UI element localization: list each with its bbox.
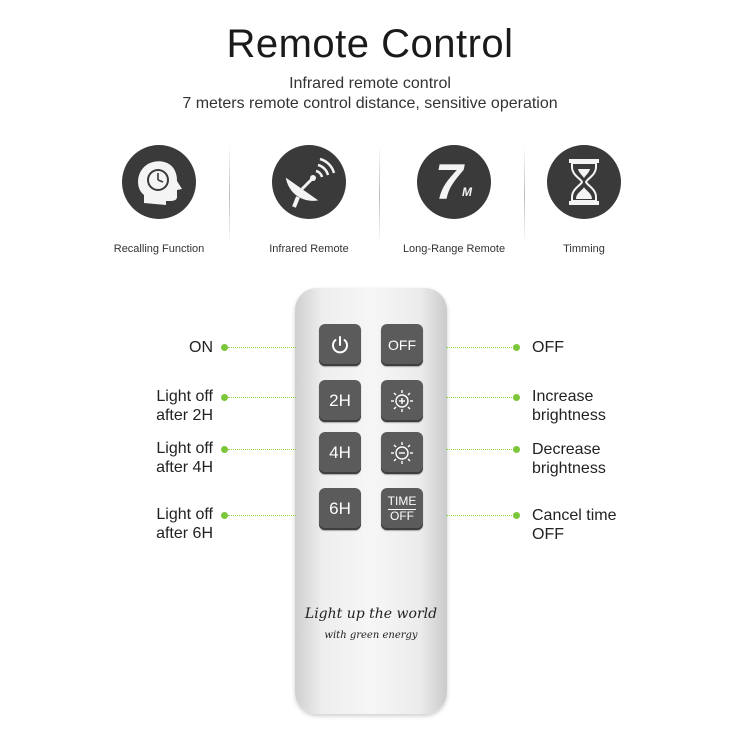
callout-4h: Light off after 4H bbox=[93, 439, 213, 477]
callout-on: ON bbox=[189, 339, 213, 356]
callout-6h-line2: after 6H bbox=[156, 525, 213, 542]
callout-dot bbox=[221, 394, 228, 401]
timer-4h-button[interactable]: 4H bbox=[319, 432, 361, 474]
head-clock-icon bbox=[122, 145, 196, 219]
callout-cancel-line2: OFF bbox=[532, 526, 564, 543]
feature-divider bbox=[524, 145, 525, 245]
callout-dot bbox=[513, 394, 520, 401]
remote-control: OFF 2H 4H 6H bbox=[295, 288, 447, 714]
time-off-top: TIME bbox=[387, 494, 417, 510]
feature-divider bbox=[379, 145, 380, 245]
callout-line bbox=[446, 347, 514, 348]
feature-infrared: Infrared Remote bbox=[239, 145, 379, 255]
sun-plus-icon bbox=[391, 390, 413, 412]
callout-line bbox=[228, 397, 296, 398]
callout-increase-line2: brightness bbox=[532, 407, 606, 424]
feature-label: Recalling Function bbox=[113, 243, 205, 255]
timer-6h-button[interactable]: 6H bbox=[319, 488, 361, 530]
feature-long-range: 7 M Long-Range Remote bbox=[384, 145, 524, 255]
callout-dot bbox=[513, 446, 520, 453]
meter-glyph: M bbox=[462, 185, 472, 199]
callout-2h-line1: Light off bbox=[156, 388, 213, 405]
callout-increase-line1: Increase bbox=[532, 388, 594, 405]
callout-dot bbox=[221, 344, 228, 351]
callout-dot bbox=[221, 446, 228, 453]
feature-divider bbox=[229, 145, 230, 245]
callout-line bbox=[228, 449, 296, 450]
slogan-line-1: Light up the world bbox=[304, 606, 438, 622]
brightness-up-button[interactable] bbox=[381, 380, 423, 422]
callout-dot bbox=[513, 512, 520, 519]
time-off-bottom: OFF bbox=[389, 509, 414, 523]
slogan-line-2: with green energy bbox=[324, 630, 418, 641]
callout-line bbox=[228, 515, 296, 516]
sun-minus-icon bbox=[391, 442, 413, 464]
callout-dot bbox=[221, 512, 228, 519]
callout-line bbox=[446, 397, 514, 398]
power-icon bbox=[332, 336, 348, 354]
feature-row: Recalling Function Infrared Remote 7 M L… bbox=[84, 145, 674, 260]
callout-4h-line1: Light off bbox=[156, 440, 213, 457]
time-off-label: TIME OFF bbox=[387, 494, 417, 523]
callout-cancel-line1: Cancel time bbox=[532, 507, 617, 524]
feature-recalling: Recalling Function bbox=[89, 145, 229, 255]
subtitle-line-2: 7 meters remote control distance, sensit… bbox=[182, 95, 558, 112]
satellite-dish-icon bbox=[272, 145, 346, 219]
callout-dot bbox=[513, 344, 520, 351]
page-title: Remote Control bbox=[226, 22, 514, 66]
seven-glyph: 7 bbox=[435, 154, 463, 210]
callout-line bbox=[446, 515, 514, 516]
on-button[interactable] bbox=[319, 324, 361, 366]
brightness-down-button[interactable] bbox=[381, 432, 423, 474]
callout-decrease-line2: brightness bbox=[532, 460, 606, 477]
feature-label: Infrared Remote bbox=[269, 243, 349, 255]
off-button[interactable]: OFF bbox=[381, 324, 423, 366]
callout-2h-line2: after 2H bbox=[156, 407, 213, 424]
seven-meter-icon: 7 M bbox=[417, 145, 491, 219]
callout-decrease-line1: Decrease bbox=[532, 441, 601, 458]
feature-timing: Timming bbox=[514, 145, 654, 255]
callout-cancel: Cancel time OFF bbox=[532, 506, 692, 544]
feature-label: Timming bbox=[563, 243, 605, 255]
callout-line bbox=[446, 449, 514, 450]
callout-decrease: Decrease brightness bbox=[532, 440, 692, 478]
callout-line bbox=[228, 347, 296, 348]
timer-2h-button[interactable]: 2H bbox=[319, 380, 361, 422]
feature-label: Long-Range Remote bbox=[402, 243, 506, 255]
callout-off: OFF bbox=[532, 339, 564, 356]
callout-increase: Increase brightness bbox=[532, 387, 692, 425]
callout-6h: Light off after 6H bbox=[93, 505, 213, 543]
time-off-button[interactable]: TIME OFF bbox=[381, 488, 423, 530]
subtitle-line-1: Infrared remote control bbox=[289, 75, 451, 92]
callout-4h-line2: after 4H bbox=[156, 459, 213, 476]
callout-6h-line1: Light off bbox=[156, 506, 213, 523]
hourglass-icon bbox=[547, 145, 621, 219]
callout-2h: Light off after 2H bbox=[93, 387, 213, 425]
